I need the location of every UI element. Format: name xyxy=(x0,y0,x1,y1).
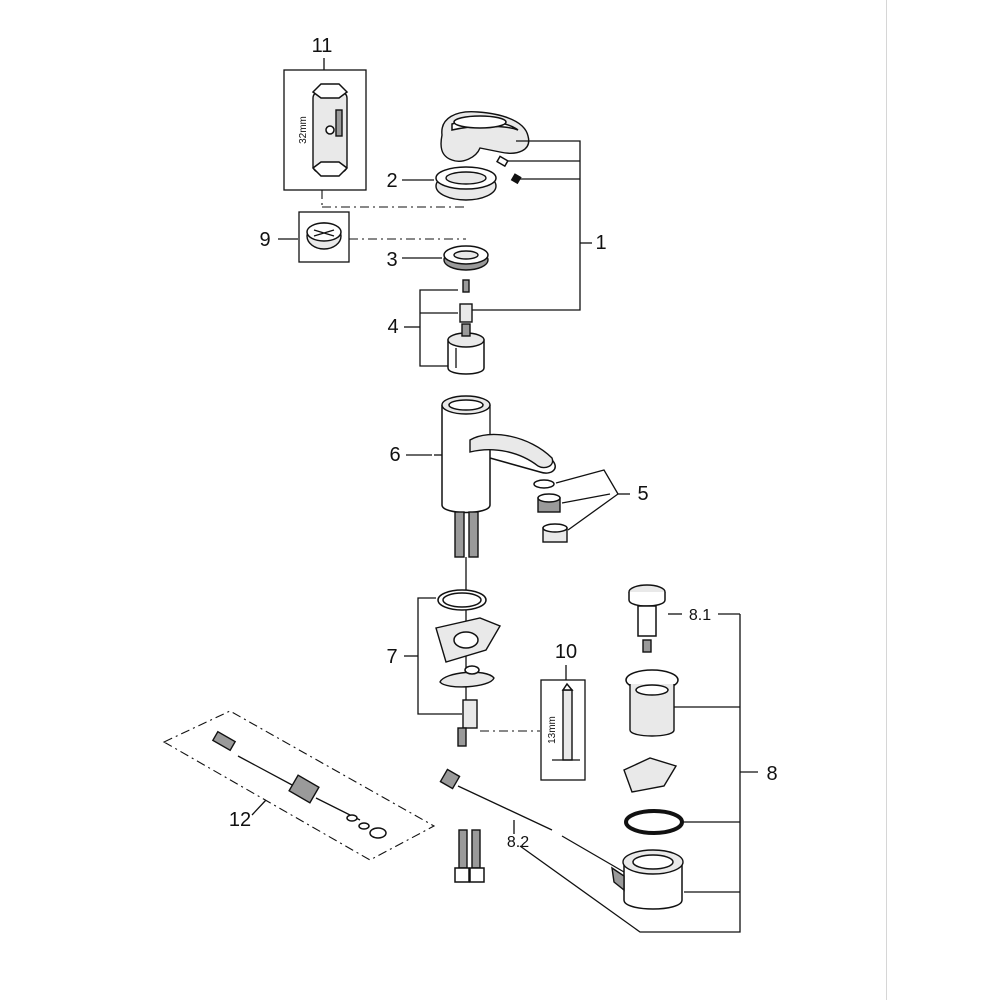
label-2: 2 xyxy=(386,170,397,192)
page-edge-line xyxy=(886,0,887,1000)
part-9-insert-tool xyxy=(298,211,350,263)
label-12: 12 xyxy=(229,809,251,831)
part-8-1-waste-plug xyxy=(628,584,666,653)
part-4-cartridge xyxy=(447,279,485,375)
label-5: 5 xyxy=(637,483,648,505)
part-10-small-wrench-tool: 13mm xyxy=(540,679,586,781)
label-8-1: 8.1 xyxy=(689,607,711,624)
part-2-cap-ring xyxy=(435,166,497,201)
label-1: 1 xyxy=(595,232,606,254)
part-11-wrench-tool: 32mm xyxy=(283,69,367,191)
dimension-32mm: 32mm xyxy=(298,116,309,144)
label-10: 10 xyxy=(555,641,577,663)
label-4: 4 xyxy=(387,316,398,338)
part-3-retaining-nut xyxy=(443,245,489,271)
label-3: 3 xyxy=(386,249,397,271)
part-12-hose-kit xyxy=(162,710,436,861)
part-8-waste-body xyxy=(611,669,684,910)
label-6: 6 xyxy=(389,444,400,466)
part-6-faucet-body xyxy=(434,395,556,700)
part-8-2-lift-rod xyxy=(439,768,625,873)
label-7: 7 xyxy=(386,646,397,668)
part-1-lever-handle xyxy=(440,111,530,185)
part-7-mounting-set xyxy=(435,589,502,747)
part-5-aerator-set xyxy=(533,479,568,543)
label-9: 9 xyxy=(259,229,270,251)
dimension-13mm: 13mm xyxy=(547,716,558,744)
label-8-2: 8.2 xyxy=(507,834,529,851)
label-11: 11 xyxy=(312,35,333,57)
supply-hoses xyxy=(454,829,485,883)
label-8: 8 xyxy=(766,763,777,785)
